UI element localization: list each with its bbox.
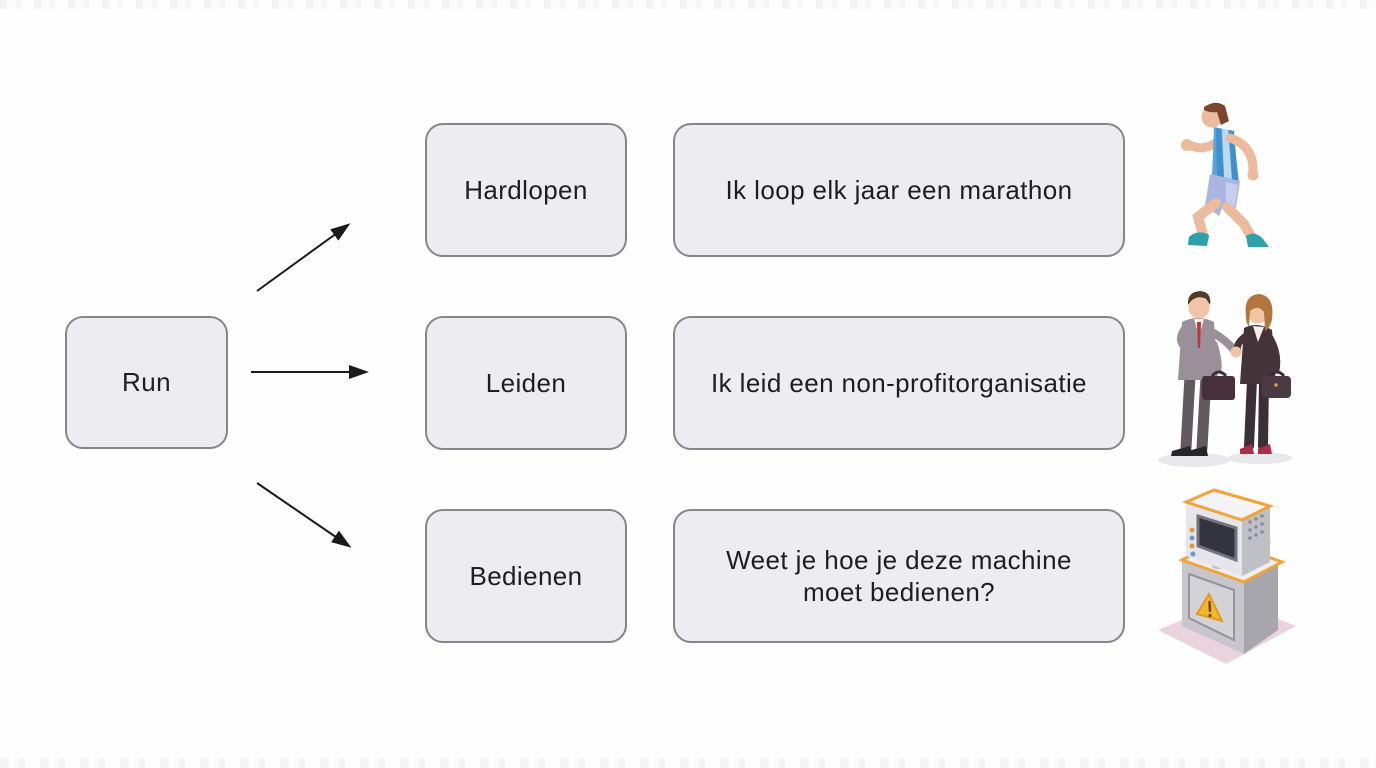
verb-node-leiden: Leiden [425, 316, 627, 450]
runner-icon [1181, 102, 1269, 247]
root-node-run: Run [65, 316, 228, 449]
example-node-leiden: Ik leid een non-profitorganisatie [673, 316, 1125, 450]
runner-illustration [1172, 100, 1284, 248]
example-label: Ik loop elk jaar een marathon [725, 174, 1073, 205]
bottom-noise-band [0, 758, 1376, 768]
arrow-to-bedienen [256, 482, 352, 548]
example-label: Ik leid een non-profitorganisatie [711, 367, 1087, 398]
control-machine-illustration [1152, 470, 1302, 673]
verb-label: Hardlopen [464, 174, 588, 205]
verb-node-bedienen: Bedienen [425, 509, 627, 643]
example-node-hardlopen: Ik loop elk jaar een marathon [673, 123, 1125, 257]
arrow-to-hardlopen [256, 223, 351, 292]
business-handshake-illustration [1146, 286, 1298, 472]
example-label: Weet je hoe je deze machine moet bediene… [726, 544, 1072, 608]
business-handshake-icon [1158, 291, 1292, 467]
control-machine-icon [1158, 488, 1296, 664]
root-node-label: Run [122, 367, 171, 398]
verb-node-hardlopen: Hardlopen [425, 123, 627, 257]
verb-label: Bedienen [469, 560, 583, 591]
top-noise-band [0, 0, 1376, 9]
verb-label: Leiden [485, 367, 567, 398]
example-node-bedienen: Weet je hoe je deze machine moet bediene… [673, 509, 1125, 643]
